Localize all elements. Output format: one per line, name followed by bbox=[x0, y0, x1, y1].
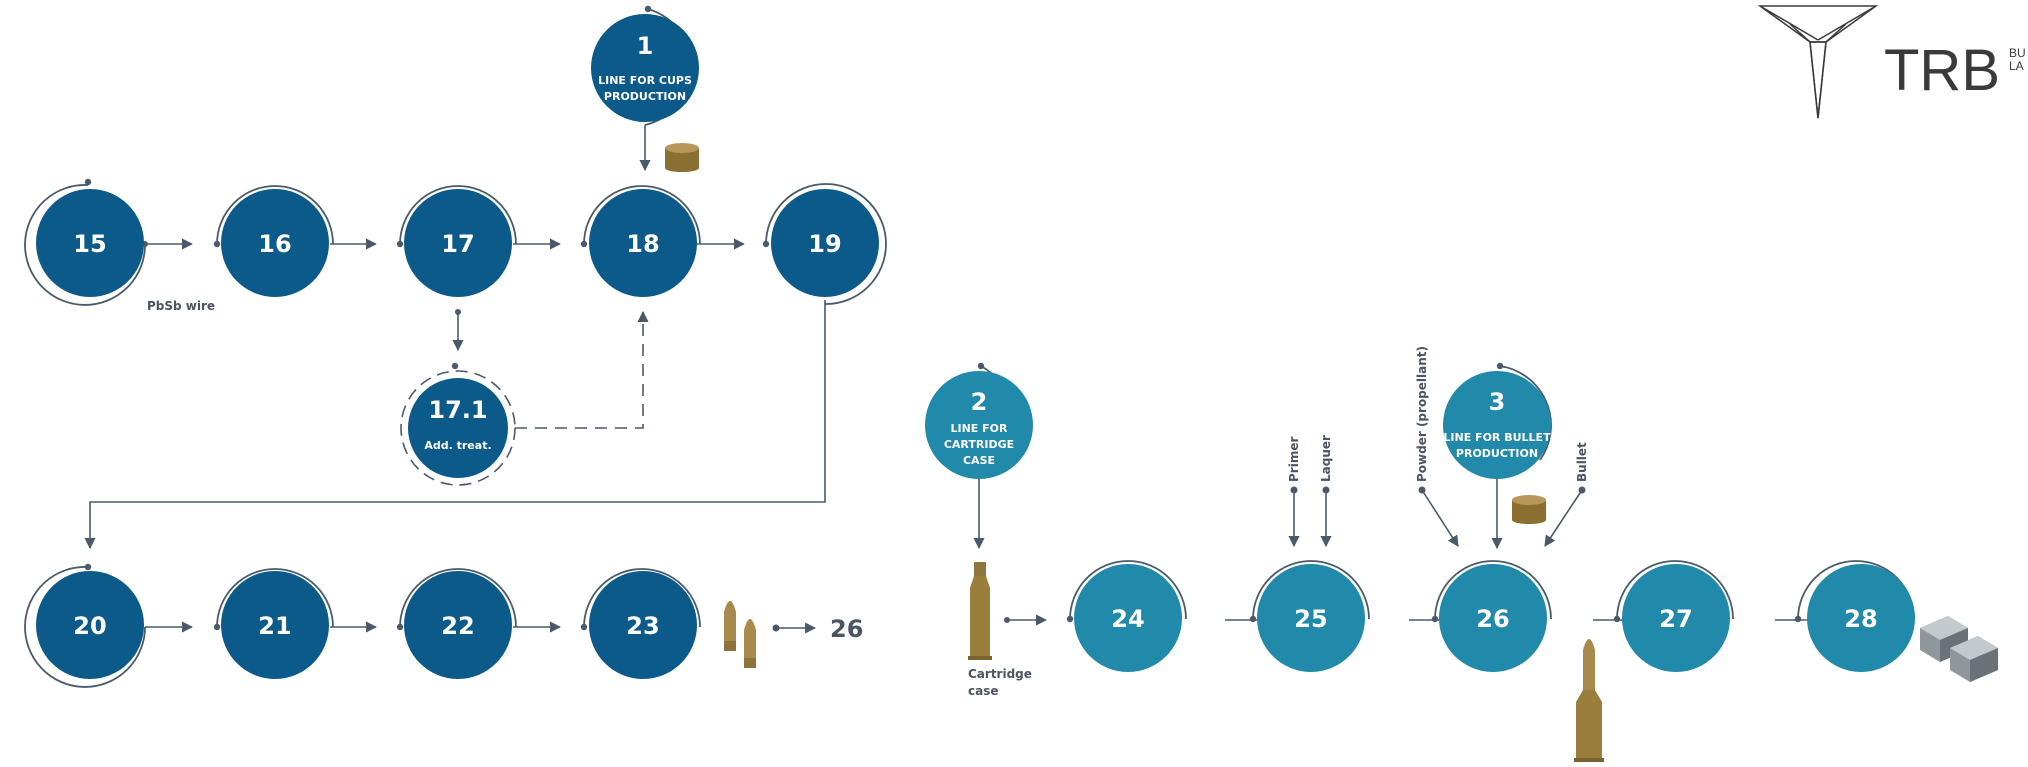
node-18: 18 bbox=[589, 189, 697, 297]
node-20: 20 bbox=[36, 571, 144, 679]
node-171-label: Add. treat. bbox=[424, 439, 491, 452]
node-2-label-line3: CASE bbox=[963, 454, 995, 467]
cartridge-round-icon bbox=[1574, 639, 1604, 762]
node-26: 26 bbox=[1439, 564, 1547, 672]
node-25: 25 bbox=[1257, 564, 1365, 672]
node-28-number: 28 bbox=[1844, 605, 1877, 633]
node-16-number: 16 bbox=[258, 230, 291, 258]
node-22-number: 22 bbox=[441, 612, 474, 640]
ammo-boxes-icon bbox=[1920, 616, 1998, 682]
powder-label: Powder (propellant) bbox=[1415, 346, 1429, 482]
node-28: 28 bbox=[1807, 564, 1915, 672]
node-27-number: 27 bbox=[1659, 605, 1692, 633]
dashed-ring-171 bbox=[400, 370, 516, 486]
node-19-number: 19 bbox=[808, 230, 841, 258]
node-3-label-line2: PRODUCTION bbox=[1456, 447, 1538, 460]
cartridge-case-label-line1: Cartridge bbox=[968, 667, 1032, 681]
primer-label: Primer bbox=[1287, 437, 1301, 482]
cartridge-case-label-line2: case bbox=[968, 684, 999, 698]
node-18-number: 18 bbox=[626, 230, 659, 258]
logo-text: TRB bbox=[1884, 38, 2000, 103]
node-3: 3 LINE FOR BULLET PRODUCTION bbox=[1443, 371, 1551, 479]
node-171-number: 17.1 bbox=[428, 396, 487, 424]
laquer-label: Laquer bbox=[1319, 435, 1333, 482]
arrow-19-20 bbox=[84, 300, 826, 550]
cup-icon bbox=[1512, 495, 1546, 524]
node-15-number: 15 bbox=[73, 230, 106, 258]
node-15: 15 bbox=[36, 189, 144, 297]
node-1: 1 LINE FOR CUPS PRODUCTION bbox=[591, 14, 699, 122]
node-17-1: 17.1 Add. treat. bbox=[408, 378, 508, 478]
brand-logo: TRB BU LA bbox=[1757, 5, 2026, 119]
logo-tagline-2: LA bbox=[2009, 59, 2024, 73]
arrow-powder-26 bbox=[1421, 489, 1459, 547]
logo-tagline-1: BU bbox=[2009, 46, 2026, 60]
node-23: 23 bbox=[589, 571, 697, 679]
connector-dots bbox=[142, 241, 1586, 632]
node-2-label-line1: LINE FOR bbox=[951, 422, 1009, 435]
bullet-label: Bullet bbox=[1575, 442, 1589, 482]
bullets-icon bbox=[724, 601, 756, 668]
node-23-number: 23 bbox=[626, 612, 659, 640]
arc-dots bbox=[84, 5, 1802, 631]
node-2-number: 2 bbox=[971, 388, 988, 416]
logo-mark-icon bbox=[1757, 5, 1879, 119]
node-24: 24 bbox=[1074, 564, 1182, 672]
node-1-label-line1: LINE FOR CUPS bbox=[598, 74, 692, 87]
node-21-number: 21 bbox=[258, 612, 291, 640]
node-17-number: 17 bbox=[441, 230, 474, 258]
node-24-number: 24 bbox=[1111, 605, 1144, 633]
node-2: 2 LINE FOR CARTRIDGE CASE bbox=[925, 371, 1033, 479]
arrow-bullet-26 bbox=[1544, 489, 1583, 547]
node-17: 17 bbox=[404, 189, 512, 297]
node-2-label-line2: CARTRIDGE bbox=[944, 438, 1014, 451]
node-19: 19 bbox=[771, 189, 879, 297]
node-16: 16 bbox=[221, 189, 329, 297]
cartridge-case-icon bbox=[968, 562, 992, 660]
goto-26-label: 26 bbox=[830, 615, 863, 643]
node-1-number: 1 bbox=[637, 32, 654, 60]
node-3-label-line1: LINE FOR BULLET bbox=[1443, 431, 1551, 444]
pbsb-wire-label: PbSb wire bbox=[147, 299, 215, 313]
node-27: 27 bbox=[1622, 564, 1730, 672]
node-20-number: 20 bbox=[73, 612, 106, 640]
node-26-number: 26 bbox=[1476, 605, 1509, 633]
node-1-label-line2: PRODUCTION bbox=[604, 90, 686, 103]
node-3-number: 3 bbox=[1489, 388, 1506, 416]
cup-icon bbox=[665, 143, 699, 172]
node-22: 22 bbox=[404, 571, 512, 679]
dashed-arrow-171-18 bbox=[515, 310, 649, 429]
node-25-number: 25 bbox=[1294, 605, 1327, 633]
node-21: 21 bbox=[221, 571, 329, 679]
